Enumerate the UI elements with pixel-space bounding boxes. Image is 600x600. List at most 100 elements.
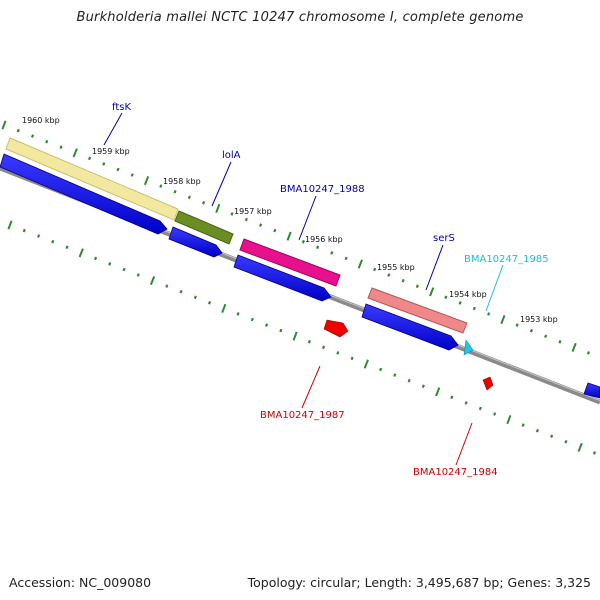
tick-minor <box>65 245 69 250</box>
scale-label-1955: 1955 kbp <box>377 263 415 272</box>
tick-minor <box>22 228 26 233</box>
tick-major <box>286 231 292 241</box>
tick-major <box>429 287 435 297</box>
tick-minor <box>350 356 354 361</box>
tick-minor <box>301 239 305 244</box>
tick-minor <box>36 234 41 238</box>
tick-minor <box>87 156 92 161</box>
tick-minor <box>586 351 591 355</box>
gene-bar-lolA[interactable] <box>174 210 234 245</box>
label-lolA[interactable]: lolA <box>222 150 241 161</box>
tick-minor <box>535 428 540 433</box>
tick-major <box>143 176 150 186</box>
label-BMA10247-1985[interactable]: BMA10247_1985 <box>464 254 549 265</box>
scale-label-1956: 1956 kbp <box>305 235 343 244</box>
gene-feature-track <box>5 137 468 334</box>
tick-minor <box>264 323 269 327</box>
tick-major <box>292 331 298 341</box>
tick-minor <box>230 212 234 216</box>
tick-minor <box>544 334 548 339</box>
leader-BMA10247-1988 <box>298 195 317 241</box>
tick-minor <box>102 162 106 166</box>
tick-minor <box>444 295 448 300</box>
tick-minor <box>279 328 283 333</box>
cds-arrow-lolA[interactable] <box>168 226 223 258</box>
tick-minor <box>529 328 534 333</box>
accession-text: Accession: NC_009080 <box>9 575 152 590</box>
tick-major <box>149 276 156 286</box>
tick-minor <box>16 128 20 133</box>
cds-arrow-serS[interactable] <box>361 303 459 351</box>
scale-label-1954: 1954 kbp <box>449 290 487 299</box>
tick-minor <box>401 278 405 283</box>
tick-major <box>1 120 7 130</box>
cds-arrow-ftsK[interactable] <box>0 153 168 235</box>
map-title: Burkholderia mallei NCTC 10247 chromosom… <box>76 10 524 25</box>
tick-minor <box>450 395 454 400</box>
tick-minor <box>30 134 35 138</box>
label-BMA10247-1984[interactable]: BMA10247_1984 <box>413 467 498 478</box>
tick-minor <box>592 451 597 455</box>
tick-minor <box>136 273 140 277</box>
tick-minor <box>415 284 419 289</box>
tick-minor <box>373 267 377 272</box>
gene-bar-serS[interactable] <box>367 287 468 334</box>
tick-major <box>435 387 441 397</box>
label-leader-lines <box>103 112 504 466</box>
tick-minor <box>493 412 497 416</box>
label-BMA10247-1988[interactable]: BMA10247_1988 <box>280 184 365 195</box>
label-serS[interactable]: serS <box>433 233 455 244</box>
tick-minor <box>130 173 134 177</box>
feature-BMA10247-1985[interactable] <box>463 339 474 356</box>
tick-minor <box>173 189 177 194</box>
tick-minor <box>321 345 326 350</box>
feature-labels: ftsK lolA BMA10247_1988 serS BMA10247_19… <box>112 102 549 478</box>
tick-minor <box>379 367 383 372</box>
scale-label-1957: 1957 kbp <box>234 207 272 216</box>
cds-arrow-right-edge[interactable] <box>583 382 600 399</box>
scale-labels: 1960 kbp 1959 kbp 1958 kbp 1957 kbp 1956… <box>22 116 558 324</box>
scale-label-1953: 1953 kbp <box>520 315 558 324</box>
feature-BMA10247-1984[interactable] <box>482 376 494 391</box>
tick-minor <box>336 351 340 355</box>
tick-major <box>215 203 221 213</box>
tick-minor <box>515 323 519 327</box>
tick-minor <box>165 284 169 288</box>
cds-arrow-BMA10247-1988[interactable] <box>233 254 332 302</box>
tick-minor <box>45 139 49 144</box>
scale-label-1958: 1958 kbp <box>163 177 201 186</box>
tick-minor <box>407 378 411 383</box>
tick-minor <box>201 200 206 205</box>
tick-minor <box>236 312 240 316</box>
tick-major <box>571 342 577 352</box>
tick-minor <box>93 256 98 261</box>
tick-minor <box>558 339 562 344</box>
tick-minor <box>393 373 397 377</box>
genome-stats-text: Topology: circular; Length: 3,495,687 bp… <box>247 575 591 590</box>
tick-minor <box>458 301 462 305</box>
label-BMA10247-1987[interactable]: BMA10247_1987 <box>260 410 345 421</box>
tick-minor <box>116 167 120 172</box>
tick-minor <box>315 245 320 250</box>
tick-minor <box>344 256 348 261</box>
label-ftsK[interactable]: ftsK <box>112 102 131 113</box>
tick-minor <box>330 251 334 255</box>
gene-bar-BMA10247-1988[interactable] <box>239 238 341 287</box>
tick-minor <box>187 195 191 200</box>
leader-BMA10247-1985 <box>485 264 504 312</box>
tick-minor <box>250 317 254 322</box>
tick-major <box>500 315 506 325</box>
tick-minor <box>244 217 248 222</box>
tick-minor <box>478 406 482 411</box>
gene-bar-ftsK[interactable] <box>5 137 179 221</box>
tick-minor <box>472 306 476 311</box>
tick-minor <box>193 295 197 300</box>
tick-major <box>72 148 78 158</box>
cds-track-forward <box>0 153 600 399</box>
feature-BMA10247-1987[interactable] <box>323 319 349 338</box>
tick-minor <box>464 401 468 405</box>
tick-minor <box>387 273 391 277</box>
tick-major <box>221 303 227 313</box>
tick-major <box>506 415 512 425</box>
scale-label-1959: 1959 kbp <box>92 147 130 156</box>
